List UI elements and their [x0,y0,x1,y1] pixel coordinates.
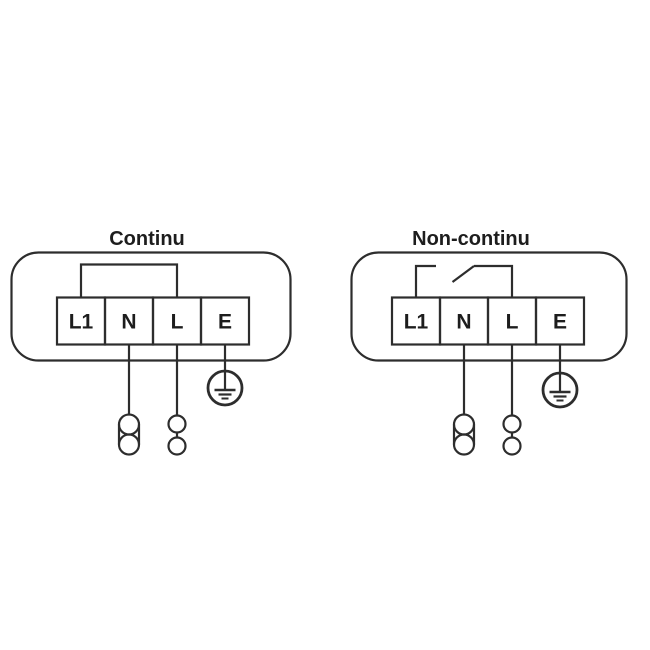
terminal-block: L1 N L E [390,296,586,346]
terminal-label-l1: L1 [404,311,429,334]
diagram-title: Continu [109,228,185,250]
terminal-block: L1 N L E [55,296,251,346]
live-connector-icon [502,414,522,456]
switch-arm [451,265,475,283]
terminal-label-n: N [456,311,471,334]
closed-jumper-wire [79,263,179,298]
terminal-label-l: L [171,311,184,334]
open-switch-wire [414,264,514,298]
terminal-label-l1: L1 [69,311,94,334]
live-connector-icon [167,414,187,456]
neutral-connector-icon [452,413,476,456]
diagram-title: Non-continu [412,228,530,250]
terminal-label-e: E [553,311,567,334]
terminal-label-l: L [506,311,519,334]
terminal-label-e: E [218,311,232,334]
device-enclosure-outline [350,251,628,362]
diagram-non-continuous: Non-continu L1 N L E [350,228,628,456]
diagram-continuous: Continu L1 N L E [10,228,292,456]
terminal-label-n: N [121,311,136,334]
neutral-connector-icon [117,413,141,456]
device-enclosure-outline [10,251,292,362]
protective-earth-icon [206,369,244,407]
protective-earth-icon [541,371,579,409]
